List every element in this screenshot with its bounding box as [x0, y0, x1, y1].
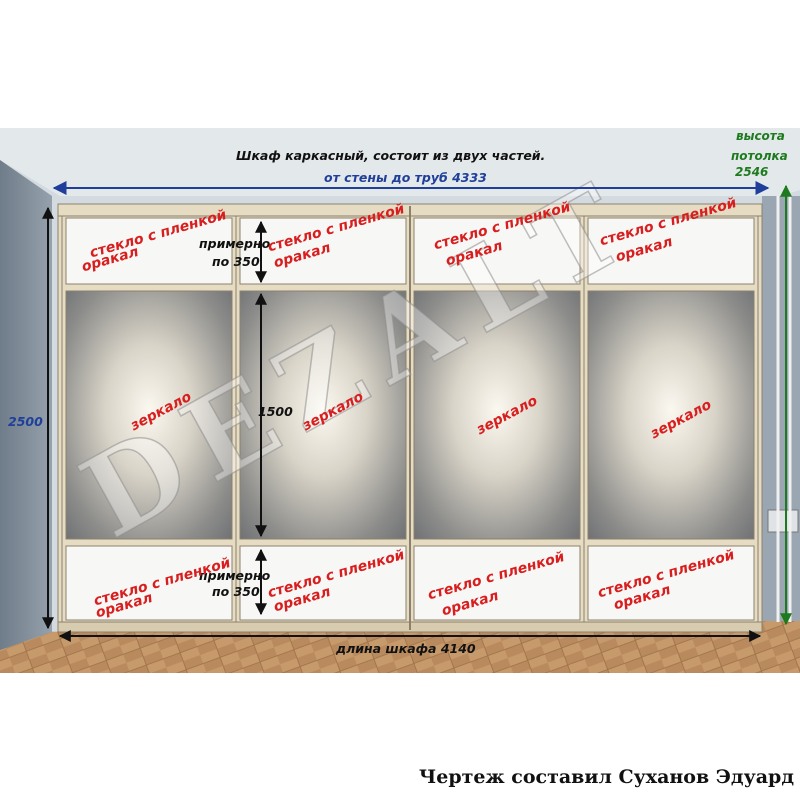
approx-bottom-line2: по 350	[212, 584, 260, 599]
right-wall	[762, 196, 800, 621]
bottom-glass-panel	[587, 545, 755, 621]
ceiling-value: 2546	[735, 165, 769, 179]
approx-bottom-line1: примерно	[199, 568, 271, 583]
mirror-panel	[587, 290, 755, 540]
ceiling-label-line2: потолка	[731, 149, 788, 163]
doors	[61, 206, 759, 630]
top-glass-panel	[413, 217, 581, 285]
radiator	[767, 509, 799, 533]
mirror-height-label: 1500	[258, 404, 293, 419]
top-glass-panel	[239, 217, 407, 285]
mirror-panel	[65, 290, 233, 540]
left-wall	[0, 160, 52, 650]
top-glass-panel	[65, 217, 233, 285]
bottom-glass-panel	[65, 545, 233, 621]
length-label: длина шкафа 4140	[336, 641, 476, 656]
bottom-glass-panel	[239, 545, 407, 621]
mirror-panel	[239, 290, 407, 540]
ceiling-label-line1: высота	[736, 129, 785, 143]
bottom-glass-panel	[413, 545, 581, 621]
top-glass-panel	[587, 217, 755, 285]
approx-top-line1: примерно	[199, 236, 271, 251]
title-line1: Шкаф каркасный, состоит из двух частей.	[236, 148, 546, 163]
height-label: 2500	[8, 414, 43, 429]
ceiling-area	[0, 128, 800, 196]
title-line2: от стены до труб 4333	[324, 170, 487, 185]
approx-top-line2: по 350	[212, 254, 260, 269]
mirror-panel	[413, 290, 581, 540]
drawing-credit: Чертеж составил Суханов Эдуард	[418, 766, 794, 788]
